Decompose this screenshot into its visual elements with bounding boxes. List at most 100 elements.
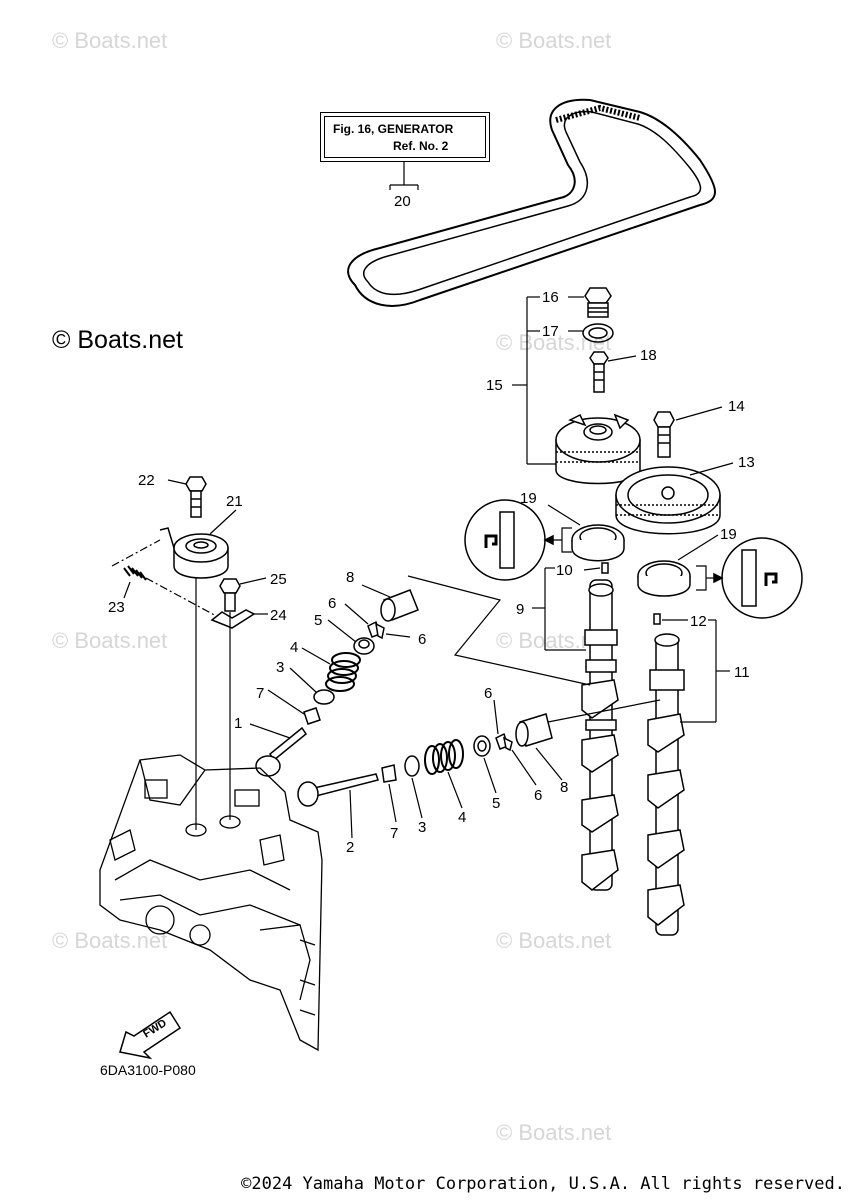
generator-reference-box: Fig. 16, GENERATOR Ref. No. 2 [320,112,490,162]
leader-6-lower-a [493,699,499,735]
lifter-location-line-upper [407,575,591,686]
valve-seal-7-lower [381,764,397,783]
watermark: © Boats.net [52,28,168,53]
callout-7: 7 [256,685,264,702]
callout-6: 6 [534,787,542,804]
valve-keeper-6-lower [495,732,513,752]
cap-bolt-16 [584,287,612,318]
callout-3: 3 [418,819,426,836]
callout-5: 5 [314,612,322,629]
leader-6-upper-a [344,603,369,625]
callout-17: 17 [542,323,559,340]
leader-22 [167,479,187,485]
copyright-footer: ©2024 Yamaha Motor Corporation, U.S.A. A… [241,1174,845,1194]
spring-retainer-5-upper [353,637,375,655]
oil-seal-19-left [571,524,625,562]
leader-19-left [547,504,581,526]
callouts: 1 2 3 3 4 4 5 5 6 6 6 6 7 7 8 8 9 10 11 … [108,193,755,856]
plate-24 [210,609,256,629]
callout-8: 8 [560,779,568,796]
leader-6-lower-b [511,749,537,786]
bolt-25 [219,578,241,612]
leader-19-right [677,534,719,561]
leader-20 [389,162,419,190]
callout-21: 21 [226,493,243,510]
bolt-14 [653,411,675,458]
leader-8-upper [361,584,391,598]
callout-12: 12 [690,613,707,630]
watermark: © Boats.net [496,928,612,953]
spring-retainer-5-lower [473,735,491,757]
reference-figure: Fig. 16, GENERATOR [333,122,454,136]
vvt-sprocket [555,413,641,485]
lifter-location-line-lower [547,699,661,723]
callout-22: 22 [138,472,155,489]
spring-seat-3-upper [313,689,335,705]
callout-6: 6 [418,631,426,648]
valve-spring-4-lower [424,739,464,775]
dowel-pin-10 [601,562,609,574]
callout-24: 24 [270,607,287,624]
callout-25: 25 [270,571,287,588]
callout-10: 10 [556,562,573,579]
tensioner-pulley-21 [159,527,229,579]
callout-2: 2 [346,839,354,856]
callout-6: 6 [484,685,492,702]
spring-23 [123,565,147,581]
callout-8: 8 [346,569,354,586]
callout-4: 4 [458,809,466,826]
callout-23: 23 [108,599,125,616]
valve-keeper-6-upper [367,620,385,640]
callout-4: 4 [290,639,298,656]
leader-14 [675,406,723,421]
bracket-9 [532,567,586,651]
callout-13: 13 [738,454,755,471]
assembly-line-23 [111,539,221,619]
leader-13 [689,462,734,476]
leader-3-upper [289,667,317,693]
valve-lifter-8-lower [515,713,553,747]
fwd-arrow: FWD [119,1010,182,1060]
watermark: © Boats.net [496,1120,612,1145]
leader-4-upper [301,647,331,665]
leader-25 [239,577,267,585]
spring-seat-3-lower [404,755,420,777]
callout-19: 19 [520,490,537,507]
callout-1: 1 [234,715,242,732]
diagram-code: 6DA3100-P080 [100,1062,196,1078]
boats-net-copyright: © Boats.net [52,326,183,354]
camshaft-9 [581,579,619,891]
reference-box-inner [324,116,486,158]
gasket-17 [582,323,614,343]
callout-19: 19 [720,526,737,543]
callout-16: 16 [542,289,559,306]
valve-seal-7-upper [303,707,321,725]
leader-18 [607,355,637,362]
callout-3: 3 [276,659,284,676]
callout-9: 9 [516,601,524,618]
bracket-11 [680,619,730,723]
callout-20: 20 [394,193,411,210]
leader-3-lower [411,777,423,819]
timing-belt [347,98,716,307]
leader-2 [349,789,353,839]
camshaft-11 [647,633,685,936]
seal-detail-left [464,499,554,581]
bolt-22 [185,476,207,518]
seal-detail-right [713,537,803,619]
leader-10 [583,567,601,571]
valve-2 [297,773,379,807]
callout-11: 11 [734,664,750,681]
leader-21 [209,509,237,535]
seal-bracket [542,527,722,591]
leader-1 [249,723,291,739]
leader-5-upper [327,619,357,643]
callout-7: 7 [390,825,398,842]
callout-5: 5 [492,795,500,812]
leader-8-lower [535,747,563,781]
leader-23 [123,581,131,599]
watermark: © Boats.net [496,28,612,53]
leader-7-upper [267,689,305,715]
leader-4-lower [447,771,463,809]
